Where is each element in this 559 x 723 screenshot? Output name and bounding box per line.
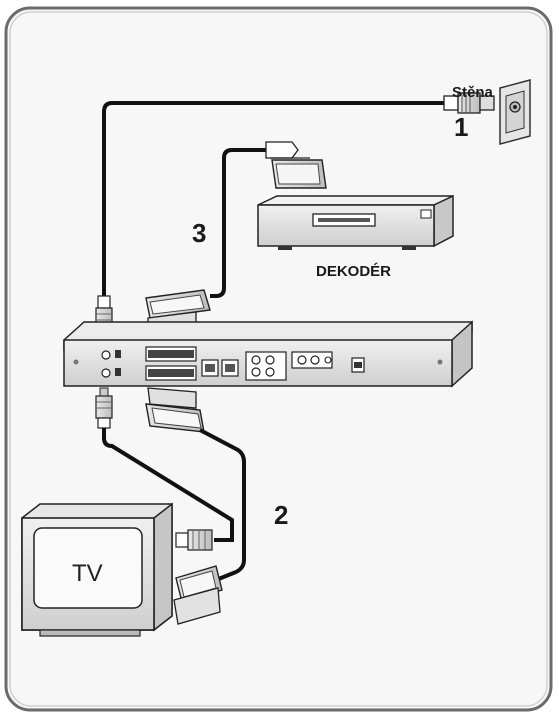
tv-device — [21, 502, 173, 637]
decoder-label: DEKODÉR — [316, 263, 392, 280]
step-1-label: 1 — [454, 112, 469, 142]
step-2-label: 2 — [274, 500, 289, 530]
wall-label: Stěna — [452, 84, 493, 101]
rf-plug-icon — [175, 529, 213, 551]
recorder-device — [63, 320, 473, 388]
frame-inner-shadow — [9, 11, 548, 707]
scart-plug-icon — [173, 565, 223, 625]
step-3-label: 3 — [192, 218, 207, 248]
decoder-device — [257, 194, 454, 250]
rf-plug-icon — [443, 92, 495, 114]
scart-plug-icon — [265, 141, 327, 189]
tv-label: TV — [72, 560, 103, 587]
rf-plug-icon — [95, 387, 113, 429]
scart-plug-icon — [145, 387, 205, 433]
cable-2-av — [95, 387, 246, 625]
wall-outlet-icon — [499, 79, 531, 145]
